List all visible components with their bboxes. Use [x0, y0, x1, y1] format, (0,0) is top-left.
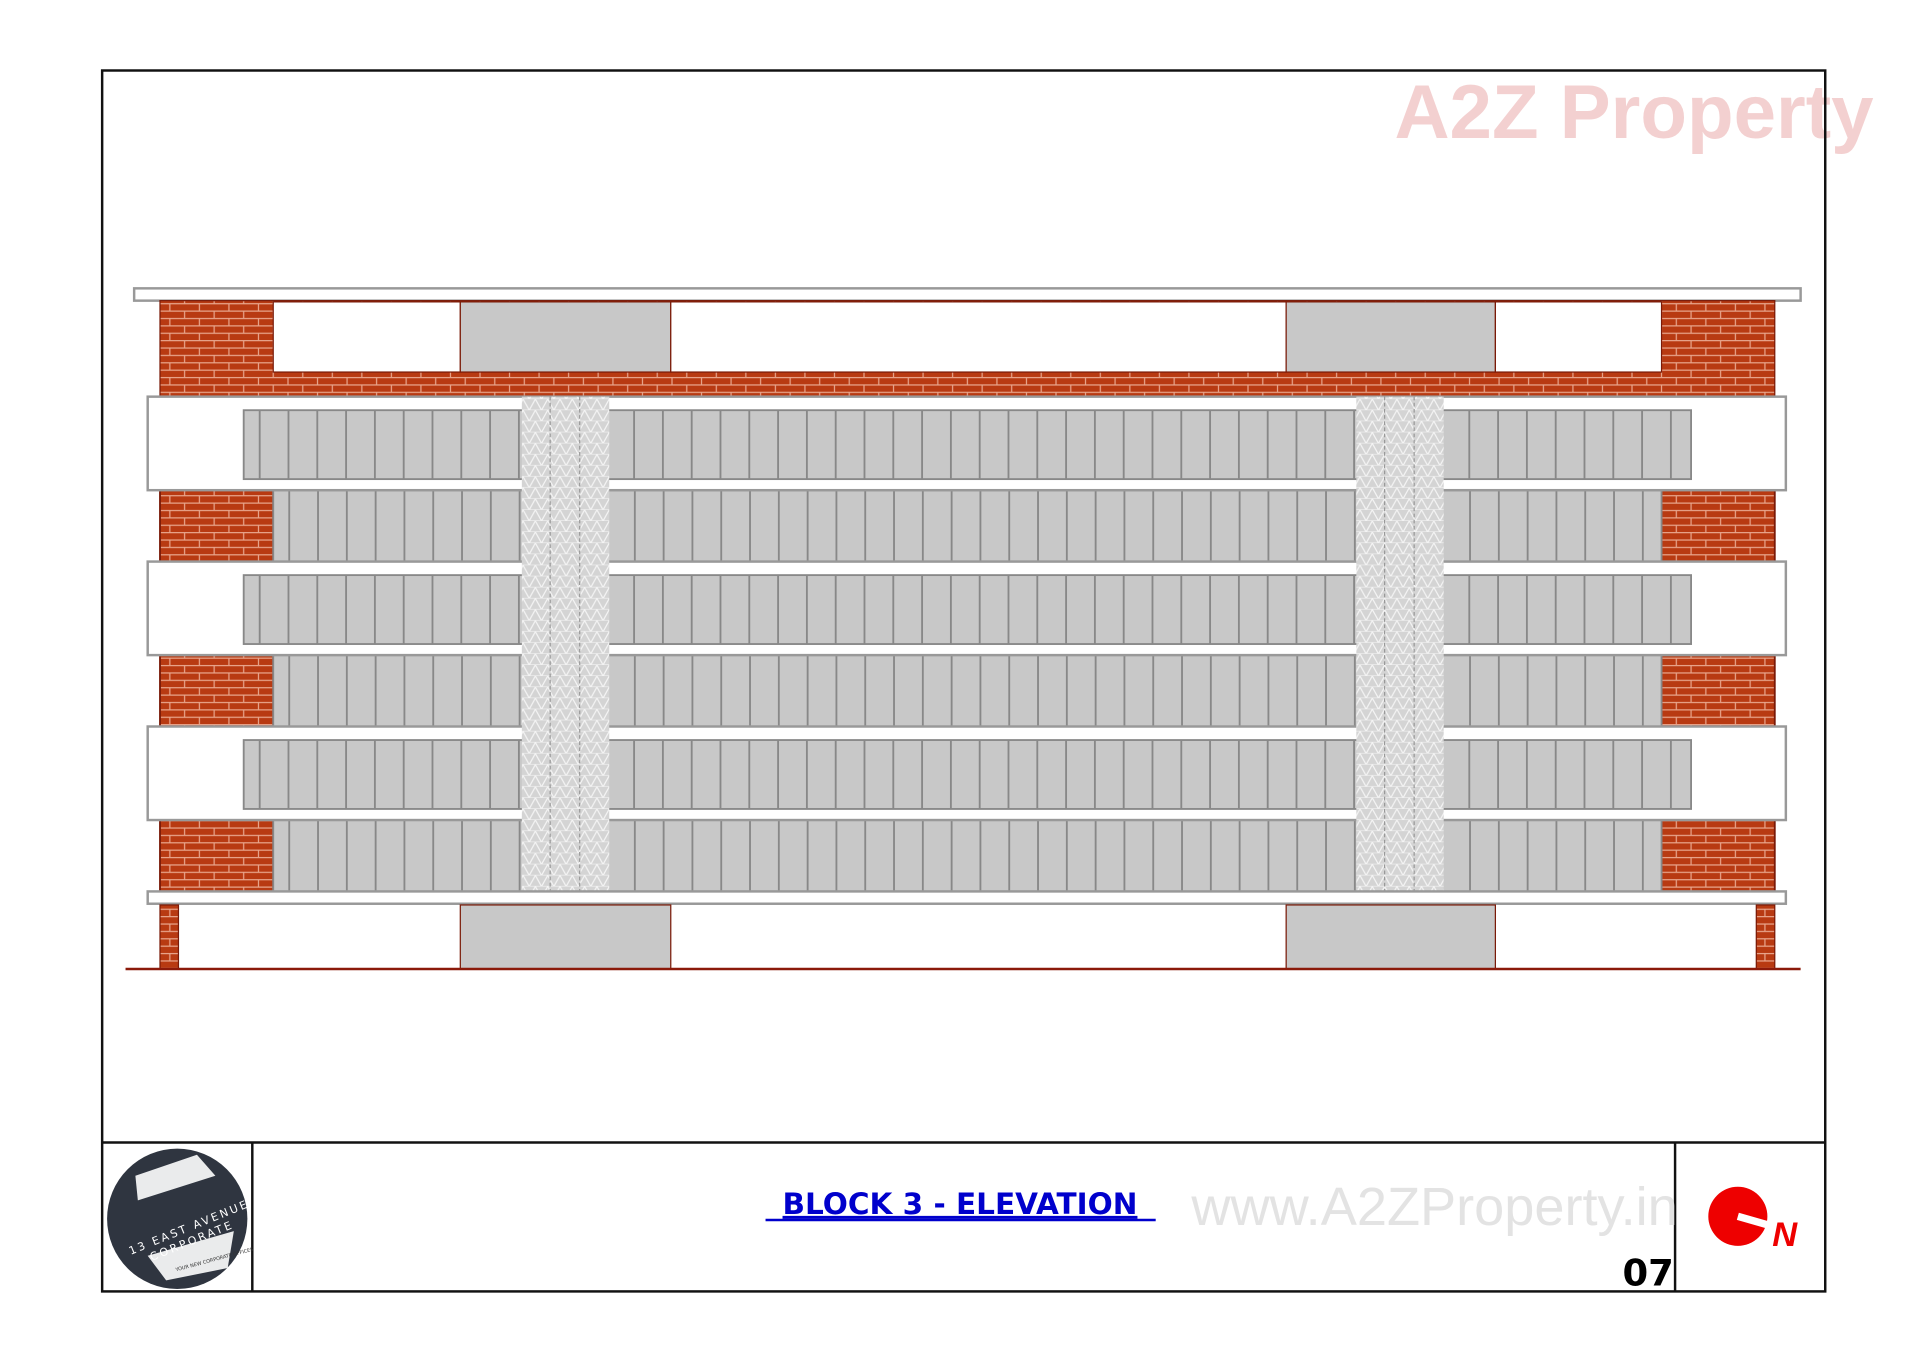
glazing-panel [272, 654, 1663, 728]
watermark-top: A2Z Property [1394, 70, 1874, 155]
column [159, 904, 180, 970]
parapet-opening [272, 301, 461, 373]
stair-core-top [459, 301, 672, 373]
svg-text:N: N [1772, 1216, 1798, 1254]
glazing-panel [242, 739, 1692, 810]
stair-core-top [1285, 301, 1497, 373]
brick-pier [159, 489, 275, 563]
glazing-panel [272, 819, 1663, 893]
brick-pier [159, 654, 275, 728]
sheet-title: BLOCK 3 - ELEVATION [783, 1187, 1138, 1221]
watermark-footer: www.A2ZProperty.in [1190, 1177, 1677, 1237]
stair-core-ground [1285, 904, 1497, 970]
brick-pier [1660, 489, 1776, 563]
glazing-panel [242, 574, 1692, 645]
brick-pier [159, 819, 275, 893]
roof-slab [132, 287, 1802, 302]
sheet-number: 07 [1622, 1251, 1673, 1294]
company-logo: 13 EAST AVENUE CORPORATE YOUR NEW CORPOR… [107, 1148, 254, 1289]
sheet-border [100, 69, 1827, 1293]
brick-pier [1660, 654, 1776, 728]
perforated-screen [521, 396, 610, 892]
brick-pier [1660, 819, 1776, 893]
parapet-opening [670, 301, 1287, 373]
stair-core-ground [459, 904, 672, 970]
glazing-panel [242, 409, 1692, 481]
perforated-screen [1356, 396, 1444, 892]
column [1755, 904, 1776, 970]
parapet-opening [1494, 301, 1663, 373]
glazing-panel [272, 489, 1663, 563]
building-elevation [125, 287, 1802, 971]
plinth-slab [146, 890, 1788, 905]
north-arrow-icon: N [1708, 1186, 1798, 1254]
